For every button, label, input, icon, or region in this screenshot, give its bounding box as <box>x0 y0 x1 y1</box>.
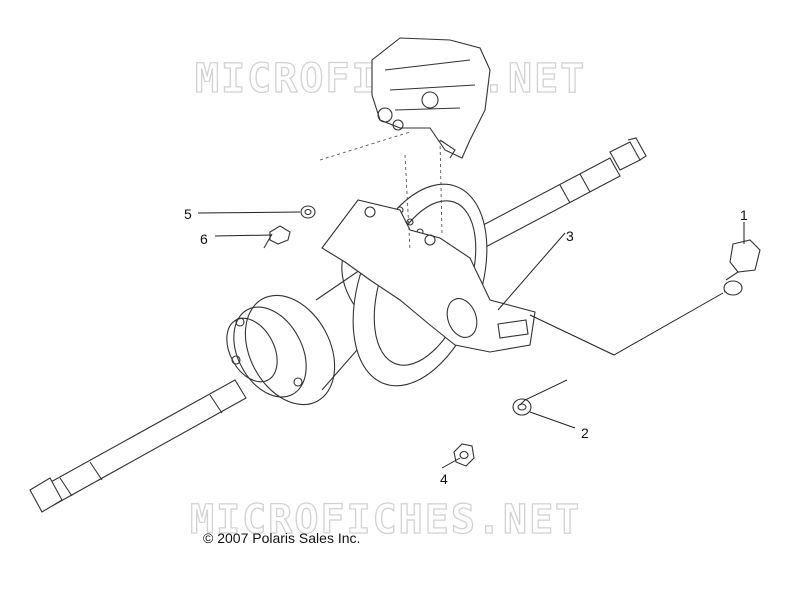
hardware-bolt-6 <box>263 225 291 249</box>
hardware-bolt-1 <box>723 239 761 296</box>
leader-lines <box>197 211 745 469</box>
caliper-bracket <box>321 199 536 353</box>
axle-shaft <box>29 137 647 513</box>
callout-6: 6 <box>200 231 208 247</box>
hardware-washer-5 <box>300 205 316 219</box>
callout-2: 2 <box>581 425 589 441</box>
callout-5: 5 <box>184 206 192 222</box>
hardware-washer-2 <box>512 398 532 416</box>
brake-caliper <box>371 37 491 159</box>
watermark-bottom: MICROFICHES.NET <box>190 497 581 543</box>
alignment-lines <box>319 131 443 251</box>
callout-3: 3 <box>566 228 574 244</box>
callout-1: 1 <box>740 207 748 223</box>
copyright-text: © 2007 Polaris Sales Inc. <box>203 530 361 546</box>
callout-4: 4 <box>440 471 448 487</box>
hardware-nut-4 <box>453 443 475 467</box>
